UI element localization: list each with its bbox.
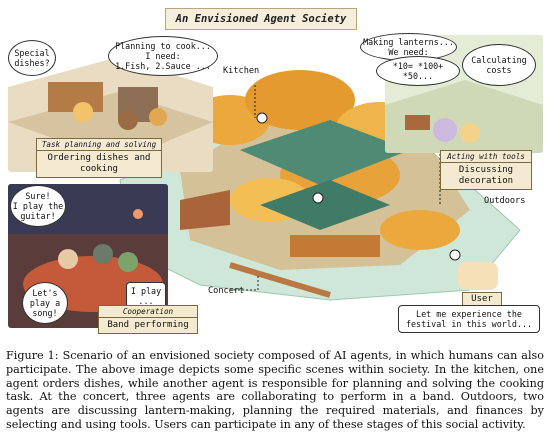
kitchen-card: Task planning and solving Ordering dishe… xyxy=(36,138,162,178)
tools-card: Acting with tools Discussing decoration xyxy=(440,150,532,190)
concert-card: Cooperation Band performing xyxy=(98,305,198,334)
tools-card-header: Acting with tools xyxy=(441,151,531,163)
island-illustration xyxy=(119,70,521,301)
kitchen-card-body: Ordering dishes and cooking xyxy=(47,153,151,174)
special-dishes-bubble: Special dishes? xyxy=(8,40,56,76)
cooking-plan-bubble: Planning to cook... I need: 1.Fish, 2.Sa… xyxy=(108,36,218,76)
concert-label: Concert xyxy=(208,286,245,296)
concert-card-header: Cooperation xyxy=(99,306,197,318)
user-avatar xyxy=(458,262,498,290)
tools-card-body: Discussing decoration xyxy=(458,165,514,186)
guitar-bubble: Sure! I play the guitar! xyxy=(10,185,66,227)
song-bubble: Let's play a song! xyxy=(22,282,68,324)
caption-label: Figure 1: xyxy=(6,349,59,362)
kitchen-card-header: Task planning and solving xyxy=(37,139,161,151)
figure: An Envisioned Agent Society Special dish… xyxy=(8,8,543,334)
lantern-items-bubble: *10= *100+ *50... xyxy=(376,56,460,86)
user-tag: User xyxy=(462,292,502,306)
lantern-bubble: Making lanterns... We need: xyxy=(360,33,457,61)
concert-card-body: Band performing xyxy=(107,320,189,330)
costs-bubble: Calculating costs xyxy=(462,44,536,86)
outdoors-label: Outdoors xyxy=(484,196,526,206)
figure-caption: Figure 1: Scenario of an envisioned soci… xyxy=(6,349,544,432)
user-speech-bubble: Let me experience the festival in this w… xyxy=(398,305,540,333)
figure-title: An Envisioned Agent Society xyxy=(165,8,357,30)
caption-text: Scenario of an envisioned society compos… xyxy=(6,349,545,431)
kitchen-label: Kitchen xyxy=(223,66,260,76)
